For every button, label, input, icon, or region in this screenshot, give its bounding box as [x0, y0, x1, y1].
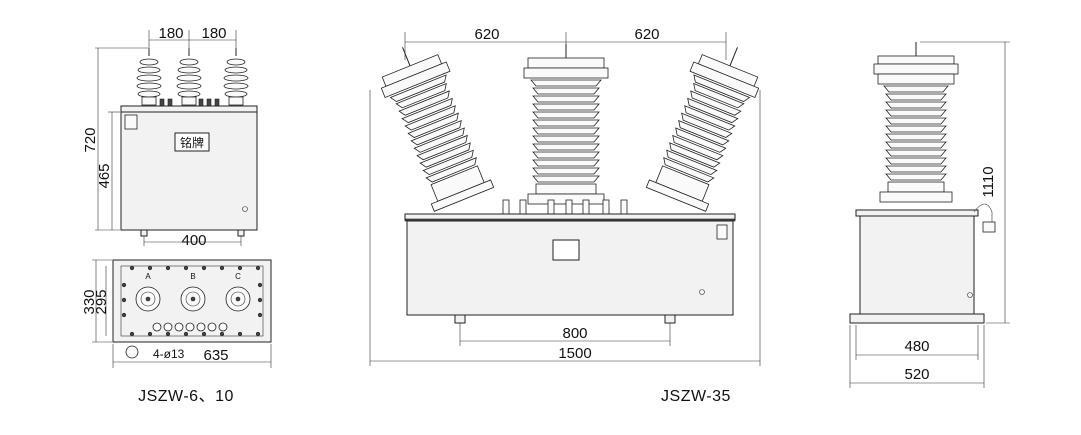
small-foot-left: [140, 229, 148, 237]
large-oil-gauge: [716, 224, 728, 240]
large-tank: [406, 220, 734, 316]
large-unit-front-view: 620 620 800 1500: [369, 26, 761, 366]
phase-b-label: B: [190, 272, 195, 281]
dim-side-base-outer: 520: [904, 366, 929, 383]
dim-large-base-inner: 800: [562, 325, 587, 342]
small-unit-plan-view: A B C 330 295 4-ø13 635: [81, 259, 272, 368]
small-oil-gauge: [124, 114, 138, 130]
large-ground-bolt: [699, 289, 705, 295]
dim-small-total-height: 720: [82, 127, 99, 152]
side-insulator-sheds: [879, 85, 953, 203]
side-view: 1110 480 520: [849, 41, 1010, 388]
nameplate-label: 铭牌: [180, 135, 204, 150]
dim-large-spacing-left: 620: [474, 26, 499, 43]
large-foot-left: [454, 314, 466, 324]
phase-a-label: A: [145, 272, 151, 281]
dim-side-height: 1110: [980, 166, 997, 197]
side-cable: [973, 203, 993, 224]
side-tank-cover: [855, 209, 979, 217]
side-tank: [859, 215, 975, 315]
dim-small-plan-inner: 295: [93, 289, 110, 314]
large-insulator-middle: [523, 44, 609, 205]
small-insulator-left: [136, 48, 162, 106]
phase-bushing-a: [135, 286, 161, 312]
dim-small-holes: 4-ø13: [153, 347, 185, 361]
side-base: [849, 313, 985, 324]
dim-small-plan-length: 635: [203, 347, 228, 364]
dim-small-base-width: 400: [181, 232, 206, 249]
large-insulator-right: [645, 47, 760, 212]
large-foot-right: [664, 314, 676, 324]
small-plan-secondary-terminals: [152, 322, 228, 332]
dim-small-body-height: 465: [96, 163, 113, 188]
large-insulator-left: [380, 47, 495, 212]
small-tank: [120, 111, 258, 231]
dim-small-plan-width: 330: [81, 289, 98, 314]
large-secondary-bushings: [502, 199, 628, 217]
small-foot-right: [237, 229, 245, 237]
dim-small-spacing-left: 180: [158, 25, 183, 42]
dim-small-spacing-right: 180: [201, 25, 226, 42]
small-nameplate: [174, 132, 210, 152]
small-ground-bolt: [242, 206, 248, 212]
dim-side-base-inner: 480: [904, 338, 929, 355]
side-terminal-box: [982, 221, 996, 233]
small-plan-bolts: [121, 265, 263, 337]
large-nameplate: [552, 239, 580, 261]
small-tank-cover: [120, 105, 258, 113]
phase-bushing-b: [180, 286, 206, 312]
dim-large-spacing-right: 620: [634, 26, 659, 43]
small-insulator-right: [223, 48, 249, 106]
phase-bushing-c: [225, 286, 251, 312]
dim-large-total-length: 1500: [558, 345, 591, 362]
caption-small-model: JSZW-6、10: [138, 388, 234, 405]
caption-large-model: JSZW-35: [661, 388, 731, 405]
small-insulator-middle: [176, 48, 202, 106]
mounting-hole-icon: [125, 345, 139, 359]
phase-c-label: C: [235, 272, 241, 281]
small-unit-front-view: 铭牌 180 180 720 465 400: [82, 25, 258, 249]
